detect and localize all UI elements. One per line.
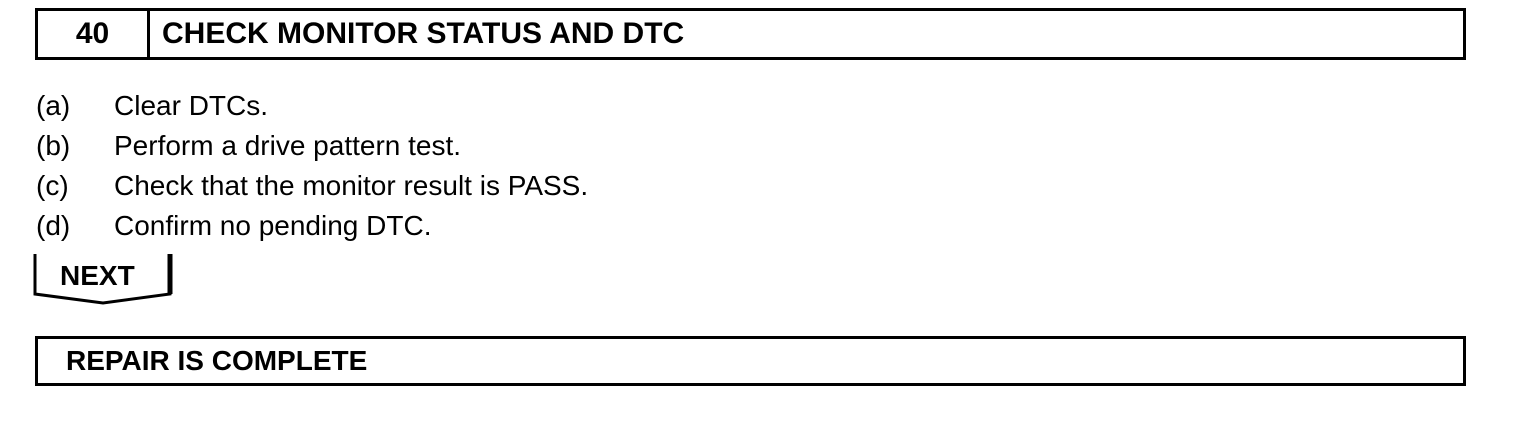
instruction-letter: (d) xyxy=(36,210,71,241)
instruction-text: Clear DTCs. xyxy=(114,90,269,121)
instruction-item-c: (c) Check that the monitor result is PAS… xyxy=(36,166,588,206)
instruction-text: Perform a drive pattern test. xyxy=(114,130,462,161)
instruction-text: Confirm no pending DTC. xyxy=(114,210,432,241)
step-number: 40 xyxy=(38,11,150,57)
next-button[interactable]: NEXT xyxy=(33,252,173,306)
instruction-text: Check that the monitor result is PASS. xyxy=(114,170,589,201)
next-arrow-shape xyxy=(33,254,173,305)
instruction-letter: (b) xyxy=(36,130,71,161)
result-box: REPAIR IS COMPLETE xyxy=(35,336,1466,386)
instruction-item-d: (d) Confirm no pending DTC. xyxy=(36,206,588,246)
step-title: CHECK MONITOR STATUS AND DTC xyxy=(162,17,685,50)
next-label: NEXT xyxy=(60,260,135,291)
result-text: REPAIR IS COMPLETE xyxy=(66,345,368,376)
instruction-letter: (c) xyxy=(36,170,69,201)
step-header: 40 CHECK MONITOR STATUS AND DTC xyxy=(35,8,1466,60)
instruction-list: (a) Clear DTCs. (b) Perform a drive patt… xyxy=(36,86,588,246)
instruction-item-a: (a) Clear DTCs. xyxy=(36,86,588,126)
instruction-item-b: (b) Perform a drive pattern test. xyxy=(36,126,588,166)
instruction-letter: (a) xyxy=(36,90,71,121)
